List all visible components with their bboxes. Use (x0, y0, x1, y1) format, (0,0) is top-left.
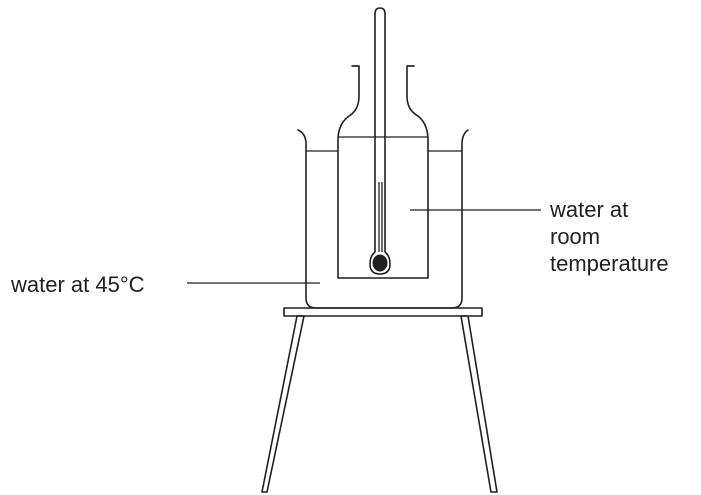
outer-beaker (297, 129, 469, 309)
tripod-stand (261, 307, 498, 493)
thermometer (369, 7, 391, 275)
inner-bottle-wall (337, 65, 429, 279)
outer-beaker-wall (297, 129, 469, 309)
tripod-leg-left (261, 315, 305, 493)
tripod-top (283, 307, 483, 317)
inner-water-label-line2: room (550, 224, 600, 249)
inner-water-label-line3: temperature (550, 251, 669, 276)
outer-water-label: water at 45°C (10, 272, 145, 297)
thermometer-bulb (372, 254, 388, 272)
inner-water-label-line1: water at (549, 197, 628, 222)
tripod-leg-right (460, 315, 498, 493)
inner-bottle (337, 65, 429, 279)
thermometer-tube (369, 7, 391, 275)
